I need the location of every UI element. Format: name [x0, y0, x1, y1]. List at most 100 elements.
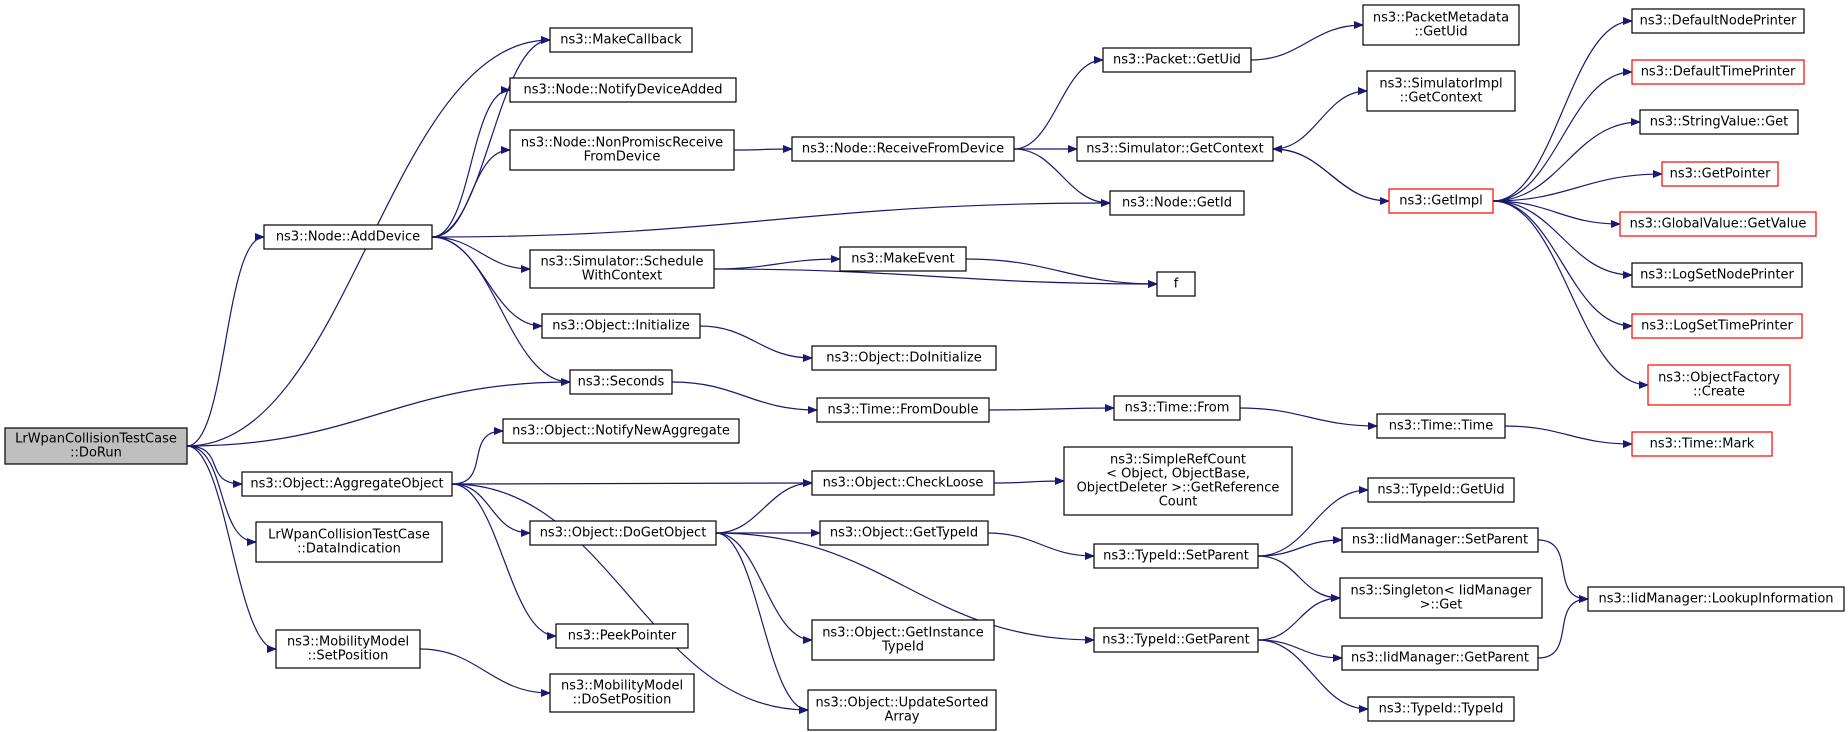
- node-box[interactable]: [509, 77, 737, 103]
- node-box[interactable]: [816, 397, 990, 423]
- node-box[interactable]: [1639, 109, 1799, 135]
- node-box[interactable]: [1619, 211, 1817, 237]
- node-notifyNewAgg[interactable]: ns3::Object::NotifyNewAggregate: [502, 418, 740, 444]
- node-box[interactable]: [1076, 136, 1274, 162]
- node-box[interactable]: [1093, 543, 1259, 569]
- node-aggregateObject[interactable]: ns3::Object::AggregateObject: [241, 471, 453, 497]
- node-stringValueGet[interactable]: ns3::StringValue::Get: [1639, 109, 1799, 135]
- node-box[interactable]: [1631, 59, 1805, 85]
- node-box[interactable]: [241, 471, 453, 497]
- node-typeIdSetParent[interactable]: ns3::TypeId::SetParent: [1093, 543, 1259, 569]
- node-box[interactable]: [791, 136, 1015, 162]
- node-simpleRefCount[interactable]: ns3::SimpleRefCount< Object, ObjectBase,…: [1063, 446, 1293, 516]
- node-box[interactable]: [1631, 262, 1803, 288]
- node-setPosition[interactable]: ns3::MobilityModel::SetPosition: [275, 629, 421, 669]
- node-box[interactable]: [529, 520, 717, 546]
- node-box[interactable]: [569, 369, 673, 395]
- node-packetMetadataGetUid[interactable]: ns3::PacketMetadata::GetUid: [1362, 4, 1520, 46]
- node-defaultTimePrinter[interactable]: ns3::DefaultTimePrinter: [1631, 59, 1805, 85]
- node-box[interactable]: [1367, 477, 1515, 503]
- node-objInitialize[interactable]: ns3::Object::Initialize: [541, 313, 701, 339]
- node-nodeGetId[interactable]: ns3::Node::GetId: [1109, 190, 1245, 216]
- node-box[interactable]: [555, 623, 689, 649]
- node-box[interactable]: [811, 345, 997, 371]
- node-checkLoose[interactable]: ns3::Object::CheckLoose: [811, 470, 995, 496]
- node-box[interactable]: [1388, 188, 1494, 214]
- node-addDevice[interactable]: ns3::Node::AddDevice: [263, 224, 433, 250]
- node-box[interactable]: [263, 224, 433, 250]
- node-box[interactable]: [811, 470, 995, 496]
- node-box[interactable]: [1341, 527, 1539, 553]
- node-seconds[interactable]: ns3::Seconds: [569, 369, 673, 395]
- node-box[interactable]: [509, 129, 735, 171]
- node-iidSetParent[interactable]: ns3::IidManager::SetParent: [1341, 527, 1539, 553]
- node-box[interactable]: [1102, 47, 1252, 73]
- node-timeFrom[interactable]: ns3::Time::From: [1113, 395, 1241, 421]
- node-box[interactable]: [1341, 645, 1539, 671]
- node-globalValueGetValue[interactable]: ns3::GlobalValue::GetValue: [1619, 211, 1817, 237]
- node-typeIdTypeId[interactable]: ns3::TypeId::TypeId: [1367, 696, 1515, 722]
- node-doRun[interactable]: LrWpanCollisionTestCase::DoRun: [4, 427, 188, 465]
- node-peekPointer[interactable]: ns3::PeekPointer: [555, 623, 689, 649]
- node-logSetTimePrinter[interactable]: ns3::LogSetTimePrinter: [1631, 313, 1803, 339]
- node-box[interactable]: [1339, 577, 1543, 619]
- node-f[interactable]: f: [1156, 271, 1196, 297]
- node-doGetObject[interactable]: ns3::Object::DoGetObject: [529, 520, 717, 546]
- node-box[interactable]: [1367, 696, 1515, 722]
- node-box[interactable]: [1647, 364, 1791, 406]
- node-box[interactable]: [807, 689, 997, 731]
- node-makeCallback[interactable]: ns3::MakeCallback: [549, 27, 693, 53]
- node-typeIdGetParent[interactable]: ns3::TypeId::GetParent: [1093, 627, 1259, 653]
- node-makeEvent[interactable]: ns3::MakeEvent: [839, 246, 967, 272]
- node-objectFactoryCreate[interactable]: ns3::ObjectFactory::Create: [1647, 364, 1791, 406]
- node-dataIndication[interactable]: LrWpanCollisionTestCase::DataIndication: [255, 521, 443, 563]
- node-box[interactable]: [529, 249, 715, 289]
- node-box[interactable]: [1631, 8, 1805, 34]
- node-fromDouble[interactable]: ns3::Time::FromDouble: [816, 397, 990, 423]
- node-box[interactable]: [1661, 161, 1779, 187]
- node-simGetContext[interactable]: ns3::Simulator::GetContext: [1076, 136, 1274, 162]
- node-box[interactable]: [1587, 586, 1845, 612]
- node-objDoInitialize[interactable]: ns3::Object::DoInitialize: [811, 345, 997, 371]
- node-box[interactable]: [275, 629, 421, 669]
- node-notifyDeviceAdded[interactable]: ns3::Node::NotifyDeviceAdded: [509, 77, 737, 103]
- node-logSetNodePrinter[interactable]: ns3::LogSetNodePrinter: [1631, 262, 1803, 288]
- node-timeTime[interactable]: ns3::Time::Time: [1376, 413, 1506, 439]
- node-iidLookupInformation[interactable]: ns3::IidManager::LookupInformation: [1587, 586, 1845, 612]
- node-box[interactable]: [1631, 313, 1803, 339]
- node-box[interactable]: [255, 521, 443, 563]
- node-box[interactable]: [1362, 4, 1520, 46]
- node-box[interactable]: [1109, 190, 1245, 216]
- node-getImpl[interactable]: ns3::GetImpl: [1388, 188, 1494, 214]
- node-box[interactable]: [549, 27, 693, 53]
- node-getTypeIdObj[interactable]: ns3::Object::GetTypeId: [819, 520, 989, 546]
- node-box[interactable]: [819, 520, 989, 546]
- node-box[interactable]: [1631, 431, 1773, 457]
- node-defaultNodePrinter[interactable]: ns3::DefaultNodePrinter: [1631, 8, 1805, 34]
- node-packetGetUid[interactable]: ns3::Packet::GetUid: [1102, 47, 1252, 73]
- node-iidGetParent[interactable]: ns3::IidManager::GetParent: [1341, 645, 1539, 671]
- node-box[interactable]: [502, 418, 740, 444]
- node-box[interactable]: [839, 246, 967, 272]
- node-box[interactable]: [1366, 70, 1516, 112]
- node-singletonGet[interactable]: ns3::Singleton< IidManager>::Get: [1339, 577, 1543, 619]
- node-box[interactable]: [1113, 395, 1241, 421]
- node-getPointer[interactable]: ns3::GetPointer: [1661, 161, 1779, 187]
- node-doSetPosition[interactable]: ns3::MobilityModel::DoSetPosition: [549, 673, 695, 713]
- node-box[interactable]: [1156, 271, 1196, 297]
- node-simImplGetContext[interactable]: ns3::SimulatorImpl::GetContext: [1366, 70, 1516, 112]
- node-box[interactable]: [1063, 446, 1293, 516]
- node-typeIdGetUid[interactable]: ns3::TypeId::GetUid: [1367, 477, 1515, 503]
- node-box[interactable]: [811, 619, 995, 661]
- node-box[interactable]: [1093, 627, 1259, 653]
- node-box[interactable]: [4, 427, 188, 465]
- node-timeMark[interactable]: ns3::Time::Mark: [1631, 431, 1773, 457]
- node-receiveFromDevice[interactable]: ns3::Node::ReceiveFromDevice: [791, 136, 1015, 162]
- node-box[interactable]: [549, 673, 695, 713]
- node-box[interactable]: [1376, 413, 1506, 439]
- node-box[interactable]: [541, 313, 701, 339]
